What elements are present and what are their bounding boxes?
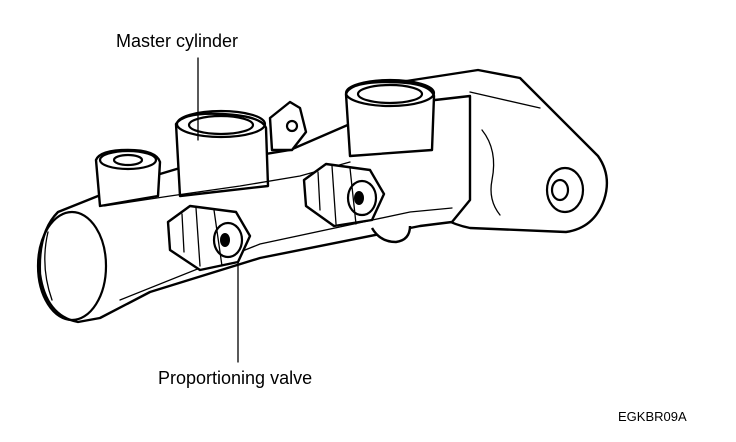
master-cylinder-label: Master cylinder	[116, 31, 239, 51]
proportioning-valve-label: Proportioning valve	[158, 368, 313, 388]
front-boss	[94, 148, 162, 208]
bore-end-face	[36, 210, 108, 322]
rear-valve-outlet	[346, 179, 378, 217]
flange-bolt-boss	[545, 166, 585, 214]
front-valve-outlet	[212, 221, 244, 259]
figure-code: EGKBR09A	[618, 409, 687, 424]
flange-bolt-hole	[550, 178, 570, 202]
rear-valve-hex	[302, 162, 386, 228]
lower-foot	[370, 225, 412, 244]
